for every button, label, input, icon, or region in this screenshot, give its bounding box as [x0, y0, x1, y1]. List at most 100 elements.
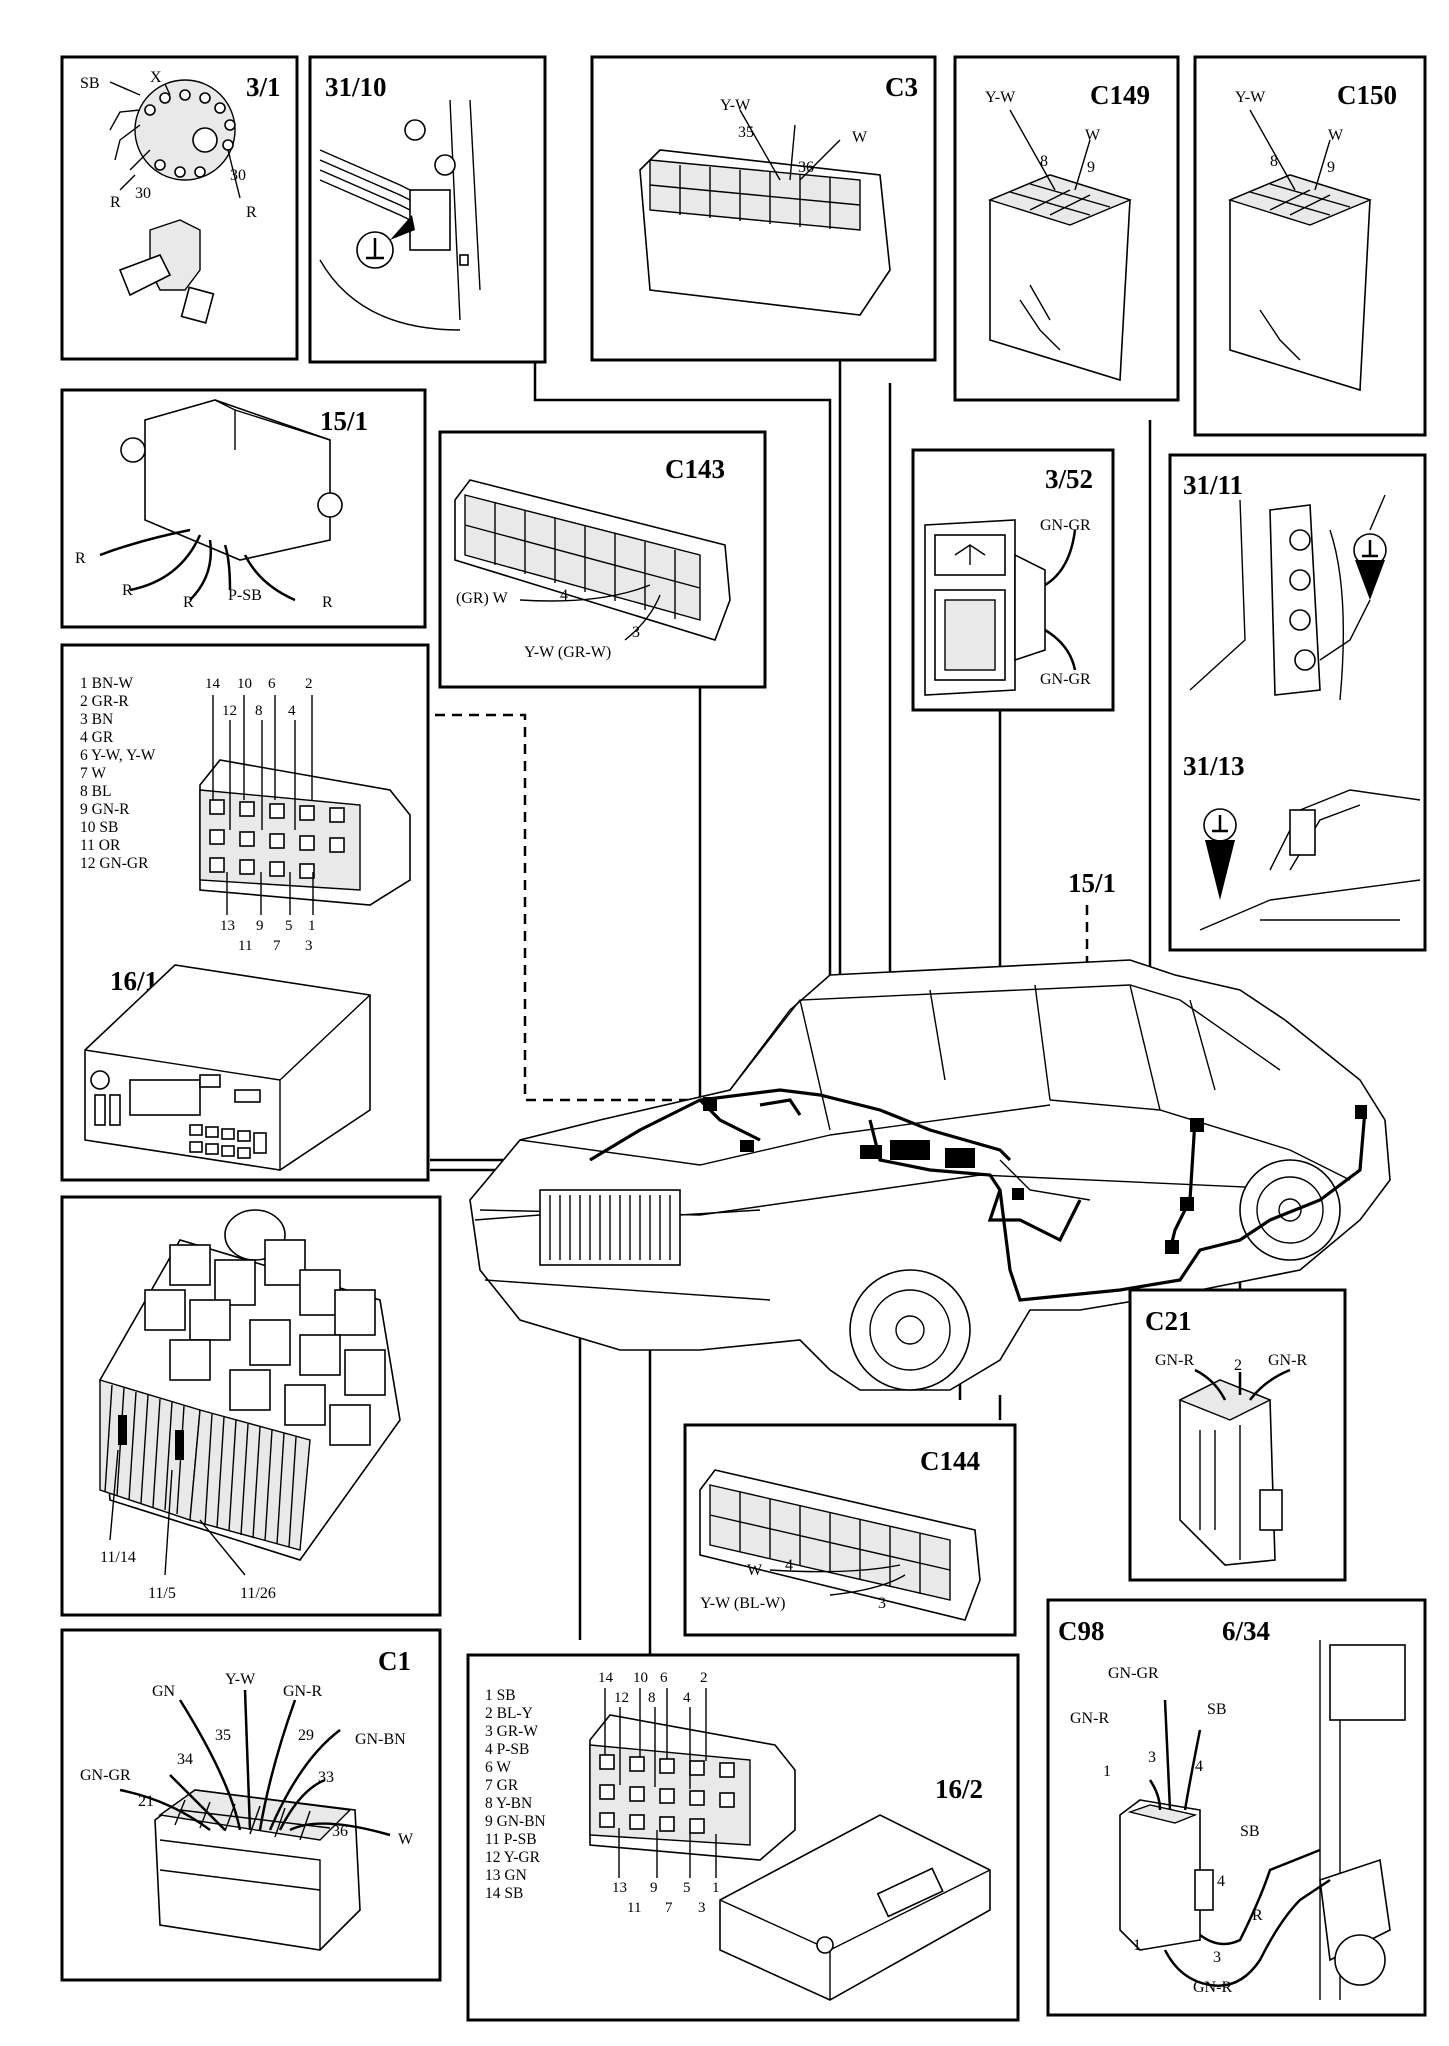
panel-title: 3/1	[246, 72, 281, 102]
list-item: 8 BL	[80, 783, 111, 800]
list-item: 3 BN	[80, 711, 113, 728]
panel-title: C144	[920, 1446, 980, 1476]
label: Y-W	[985, 89, 1016, 106]
list-item: 9 GN-R	[80, 801, 130, 818]
label: 34	[177, 1751, 193, 1768]
label: 3	[632, 624, 640, 641]
list-item: 2 BL-Y	[485, 1705, 533, 1722]
label: W	[747, 1562, 763, 1579]
label: SB	[80, 75, 100, 92]
label: GN-GR	[1108, 1665, 1159, 1682]
pin-label: 8	[255, 703, 263, 719]
panel-title: C21	[1145, 1306, 1192, 1336]
panel-16-2: 1 SB 2 BL-Y 3 GR-W 4 P-SB 6 W 7 GR 8 Y-B…	[466, 1653, 1020, 2022]
label: P-SB	[228, 587, 262, 604]
label: 3	[1213, 1949, 1221, 1966]
list-item: 1 BN-W	[80, 675, 133, 692]
panel-c98: C98 6/34 GN-GR SB GN-R 3 4 1 SB 4 R 1 3 …	[1046, 1598, 1427, 2017]
list-item: 3 GR-W	[485, 1723, 538, 1740]
label: 9	[1327, 159, 1335, 176]
label: 30	[230, 167, 246, 184]
label: Y-W	[1235, 89, 1266, 106]
panel-title: C3	[885, 72, 918, 102]
list-item: 12 Y-GR	[485, 1849, 541, 1866]
fusebox-panel: 11/14 11/5 11/26	[60, 1195, 442, 1617]
list-item: 11 OR	[80, 837, 121, 854]
label: GN-GR	[1040, 671, 1091, 688]
panel-title-6-34: 6/34	[1222, 1616, 1270, 1646]
car-label-15-1: 15/1	[1068, 868, 1116, 898]
list-item: 12 GN-GR	[80, 855, 149, 872]
label: R	[75, 550, 86, 567]
label: SB	[1207, 1701, 1227, 1718]
label: 30	[135, 185, 151, 202]
panel-title: C150	[1337, 80, 1397, 110]
label: 3	[1148, 1749, 1156, 1766]
panel-title: C1	[378, 1646, 411, 1676]
label: GN-R	[1193, 1979, 1232, 1996]
list-item: 6 W	[485, 1759, 511, 1776]
label: 29	[298, 1727, 314, 1744]
pin-label: 5	[285, 918, 293, 934]
panel-title: C143	[665, 454, 725, 484]
label: 11/14	[100, 1549, 136, 1566]
panel-c150: C150 Y-W W 8 9	[1193, 55, 1427, 437]
label: Y-W (GR-W)	[524, 644, 611, 661]
list-item: 2 GR-R	[80, 693, 129, 710]
list-item: 11 P-SB	[485, 1831, 537, 1848]
pin-label: 10	[237, 676, 252, 692]
pin-label: 9	[650, 1880, 658, 1896]
label: 36	[798, 159, 814, 176]
list-item: 4 P-SB	[485, 1741, 529, 1758]
pin-label: 11	[627, 1900, 641, 1916]
label: 35	[738, 124, 754, 141]
pin-label: 13	[220, 918, 235, 934]
list-item: 10 SB	[80, 819, 118, 836]
pin-label: 3	[305, 938, 313, 954]
panel-c1: C1 GN Y-W GN-R 35 29 34 GN-BN GN-GR 21 3…	[60, 1628, 442, 1982]
pin-label: 12	[222, 703, 237, 719]
label: 4	[785, 1557, 793, 1574]
label: 33	[318, 1769, 334, 1786]
label: R	[122, 582, 133, 599]
panel-title: 31/11	[1183, 470, 1243, 500]
label: 21	[138, 1793, 154, 1810]
label: 1	[1103, 1763, 1111, 1780]
label: 3	[878, 1595, 886, 1612]
label: GN-R	[1155, 1352, 1194, 1369]
pin-label: 4	[288, 703, 296, 719]
list-item: 14 SB	[485, 1885, 523, 1902]
list-item: 1 SB	[485, 1687, 516, 1704]
panel-title: 15/1	[320, 406, 368, 436]
panel-3-1: 3/1 SB X R 30 30 R	[60, 55, 299, 361]
label: 2	[1234, 1357, 1242, 1374]
list-item: 7 W	[80, 765, 106, 782]
label: GN-BN	[355, 1731, 406, 1748]
car-harness	[589, 1088, 1367, 1302]
label: 35	[215, 1727, 231, 1744]
panel-title: C98	[1058, 1616, 1105, 1646]
label: 11/26	[240, 1585, 276, 1602]
label: 11/5	[148, 1585, 176, 1602]
label: GN-R	[283, 1683, 322, 1700]
pin-label: 14	[598, 1670, 614, 1686]
pin-label: 7	[665, 1900, 673, 1916]
label: R	[246, 204, 257, 221]
panel-title: 3/52	[1045, 464, 1093, 494]
label: R	[1252, 1907, 1263, 1924]
label: GN	[152, 1683, 176, 1700]
list-item: 13 GN	[485, 1867, 527, 1884]
label: 8	[1040, 153, 1048, 170]
pin-label: 10	[633, 1670, 648, 1686]
label: GN-GR	[80, 1767, 131, 1784]
label: Y-W (BL-W)	[700, 1595, 785, 1612]
pin-label: 4	[683, 1690, 691, 1706]
pin-label: 11	[238, 938, 252, 954]
panel-16-1: 1 BN-W 2 GR-R 3 BN 4 GR 6 Y-W, Y-W 7 W 8…	[60, 643, 430, 1182]
panel-title-31-13: 31/13	[1183, 751, 1245, 781]
pin-label: 6	[660, 1670, 668, 1686]
pin-label: 1	[308, 918, 316, 934]
panel-c149: C149 Y-W W 8 9	[953, 55, 1180, 402]
panel-c3: C3 Y-W 35 36 W	[590, 55, 937, 362]
panel-title: 31/10	[325, 72, 387, 102]
